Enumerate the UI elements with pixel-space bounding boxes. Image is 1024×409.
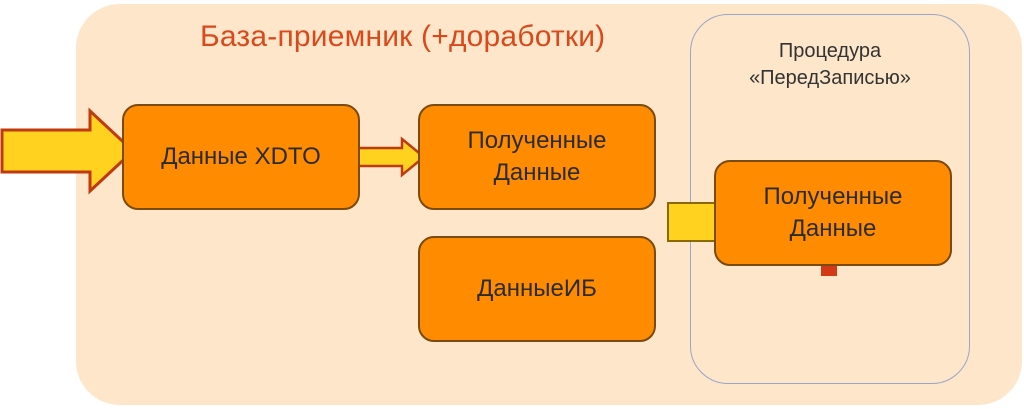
node-procedure-received-data: Полученные Данные [714, 160, 952, 266]
incoming-arrow-shape [0, 107, 136, 195]
transfer-connector-stub [667, 202, 721, 242]
node-procedure-received-label: Полученные Данные [763, 183, 903, 242]
node-received-label: Полученные Данные [467, 127, 607, 186]
incoming-arrow [0, 107, 136, 195]
procedure-caption-text: Процедура «ПередЗаписью» [749, 40, 911, 89]
node-xdto-label: Данные XDTO [161, 143, 321, 170]
connector-arrow-shape [353, 136, 426, 178]
node-ib-label: ДанныеИБ [477, 275, 597, 302]
node-received-data: Полученные Данные [418, 104, 656, 210]
node-xdto-data: Данные XDTO [122, 104, 360, 210]
procedure-caption: Процедура «ПередЗаписью» [690, 38, 970, 92]
connector-arrow [353, 136, 426, 178]
procedure-frame [690, 14, 970, 384]
diagram-title: База-приемник (+доработки) [200, 20, 606, 53]
node-ib-data: ДанныеИБ [418, 236, 656, 342]
